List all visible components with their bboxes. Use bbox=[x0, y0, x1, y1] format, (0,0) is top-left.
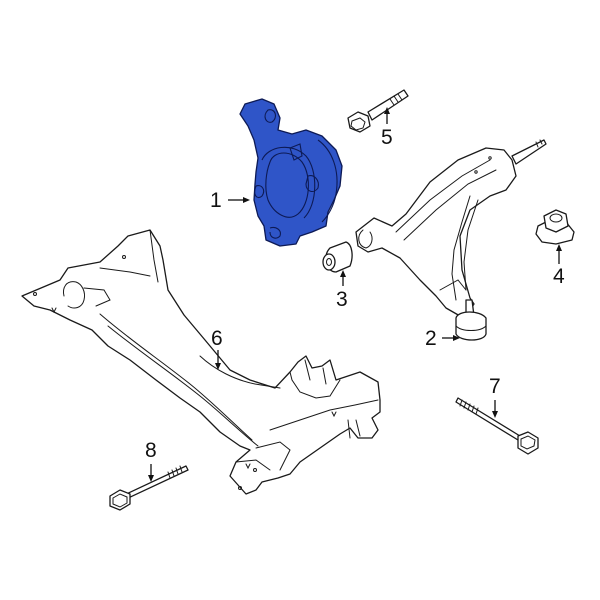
part-subframe-bolt-front[interactable] bbox=[109, 465, 189, 511]
part-flange-nut[interactable] bbox=[535, 209, 575, 245]
callout-6[interactable]: 6 bbox=[211, 327, 223, 350]
part-subframe-bolt-rear[interactable] bbox=[455, 397, 539, 455]
part-lower-control-arm[interactable] bbox=[355, 139, 547, 341]
callout-8[interactable]: 8 bbox=[145, 439, 157, 462]
callout-3[interactable]: 3 bbox=[336, 288, 348, 311]
callout-arrows bbox=[148, 107, 562, 482]
callout-1[interactable]: 1 bbox=[210, 189, 222, 212]
part-front-subframe[interactable] bbox=[21, 229, 381, 495]
part-control-arm-bushing[interactable] bbox=[322, 241, 353, 273]
part-steering-knuckle[interactable] bbox=[239, 98, 343, 247]
callout-2[interactable]: 2 bbox=[425, 327, 437, 350]
callout-7[interactable]: 7 bbox=[489, 375, 501, 398]
callout-5[interactable]: 5 bbox=[381, 126, 393, 149]
part-knuckle-bolt[interactable] bbox=[347, 89, 409, 133]
callout-4[interactable]: 4 bbox=[553, 265, 565, 288]
